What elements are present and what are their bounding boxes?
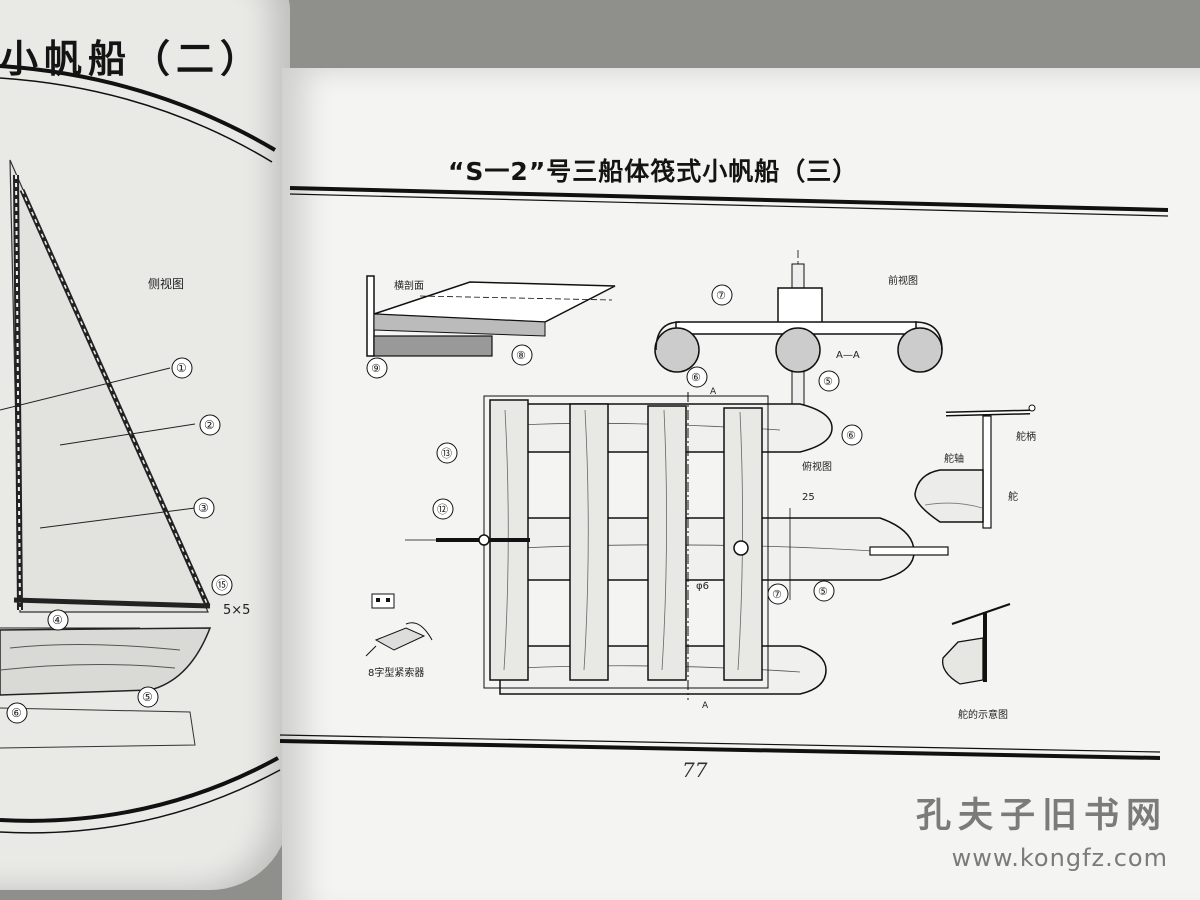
- callout-3: ③: [198, 501, 209, 515]
- label-rudder: 舵: [1008, 490, 1018, 503]
- callout-2: ②: [204, 418, 215, 432]
- hull: [0, 627, 212, 696]
- front-view: [654, 250, 943, 435]
- left-bottom-rule: [0, 756, 279, 823]
- left-bottom-rule-thin: [0, 769, 281, 834]
- label-section-a-top: A: [710, 387, 717, 397]
- callout-9: ⑨: [371, 362, 381, 375]
- leader-1: [0, 367, 171, 411]
- label-phi6: φ6: [696, 581, 709, 592]
- plank-3: [647, 405, 687, 681]
- callout-13: ⑬: [441, 447, 452, 460]
- top-view: [405, 392, 949, 700]
- callout-1: ①: [176, 361, 187, 375]
- callout-4: ④: [52, 613, 63, 627]
- left-title-rule-thin: [0, 77, 273, 163]
- callout-7-front: ⑦: [716, 289, 726, 302]
- callout-5: ⑤: [142, 690, 153, 704]
- label-section-a-bottom: A: [702, 701, 709, 711]
- callout-7-top: ⑦: [772, 588, 782, 601]
- right-bottom-rule: [279, 739, 1161, 760]
- label-top-view: 俯视图: [802, 460, 832, 473]
- plank-2: [569, 403, 609, 681]
- watermark: 孔夫子旧书网 www.kongfz.com: [916, 787, 1168, 872]
- sailboat-side-view: [0, 159, 212, 749]
- callout-5-front: ⑤: [823, 375, 833, 388]
- plank-4: [723, 407, 763, 681]
- right-bottom-rule-thin: [279, 734, 1161, 753]
- callout-6: ⑥: [11, 706, 22, 720]
- label-side-view: 侧视图: [148, 276, 184, 291]
- hull-center: [499, 517, 915, 581]
- rudder-detail: [914, 404, 1036, 529]
- label-dimension: 5×5: [223, 603, 250, 618]
- rudder-diagram: [941, 603, 1011, 685]
- cross-section-view: [366, 275, 616, 357]
- callouts-right: [366, 284, 863, 605]
- label-dim-25: 25: [802, 492, 815, 503]
- label-tiller: 舵柄: [1016, 430, 1036, 443]
- watermark-url: www.kongfz.com: [951, 844, 1168, 872]
- label-section-aa: A—A: [836, 350, 860, 361]
- page-number: 77: [682, 758, 708, 782]
- callout-6-front: ⑥: [691, 371, 701, 384]
- drawing-labels: 侧视图 5×5 ① ② ③ ④ ⑤ ⑥ ⑮ 横剖面 前视图 A—A 俯视图 25…: [11, 274, 1036, 721]
- label-cross-section: 横剖面: [394, 279, 424, 292]
- callout-8: ⑧: [516, 349, 526, 362]
- label-rudder-shaft: 舵轴: [944, 452, 964, 465]
- callout-15: ⑮: [216, 578, 228, 592]
- label-front-view: 前视图: [888, 274, 918, 287]
- clamp-detail: [365, 593, 433, 657]
- callout-6-top: ⑥: [846, 429, 856, 442]
- left-title-rule: [0, 64, 277, 152]
- watermark-name: 孔夫子旧书网: [915, 796, 1168, 836]
- label-clamp: 8字型紧索器: [368, 666, 424, 679]
- callout-5-top: ⑤: [818, 585, 828, 598]
- left-page-title: 小帆船（二）: [0, 37, 265, 81]
- right-title-rule-thin: [289, 193, 1169, 217]
- callouts-left: [6, 357, 233, 724]
- leader-2: [59, 423, 196, 446]
- right-title-rule: [289, 186, 1169, 212]
- leader-3: [39, 507, 196, 529]
- boom: [13, 597, 211, 609]
- page-title: “S一2”号三船体筏式小帆船（三）: [448, 157, 859, 186]
- mast-step: [733, 540, 749, 556]
- label-rudder-diagram: 舵的示意图: [958, 708, 1008, 721]
- callout-12: ⑫: [437, 503, 448, 516]
- base-outline: [0, 707, 196, 749]
